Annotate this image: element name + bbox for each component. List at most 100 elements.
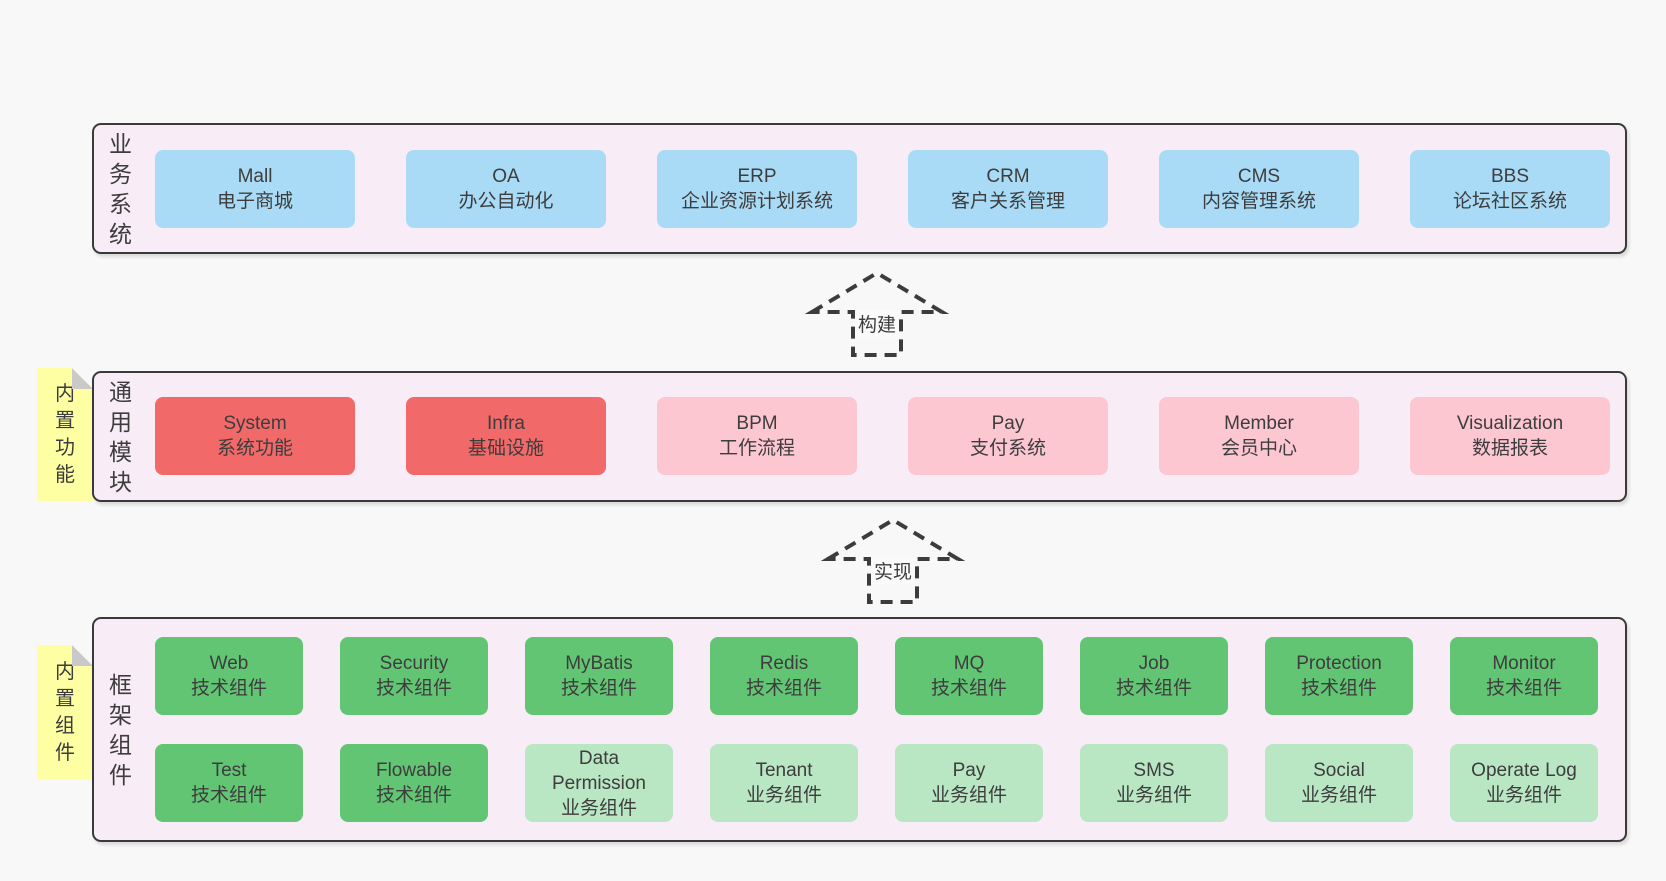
box-subtitle: 业务组件 — [560, 797, 637, 819]
box-infra: Infra 基础设施 — [406, 397, 606, 475]
box-mall: Mall 电子商城 — [155, 150, 355, 228]
arrow-implement-label: 实现 — [870, 557, 916, 584]
box-web: Web 技术组件 — [155, 637, 303, 715]
box-title: Protection — [1296, 653, 1382, 674]
box-subtitle: 业务组件 — [930, 785, 1007, 806]
box-title: Security — [379, 653, 449, 674]
folded-corner-icon — [72, 368, 93, 389]
box-title: OA — [492, 166, 520, 187]
box-visualization: Visualization 数据报表 — [1410, 397, 1610, 475]
box-title: Social — [1313, 760, 1365, 781]
box-operate-log: Operate Log 业务组件 — [1450, 744, 1598, 822]
box-subtitle: 客户关系管理 — [950, 191, 1065, 212]
box-subtitle: 支付系统 — [969, 438, 1046, 459]
layer-label-business-systems: 业务系统 — [109, 130, 132, 247]
box-job: Job 技术组件 — [1080, 637, 1228, 715]
layer-label-framework-components: 框架组件 — [109, 671, 132, 788]
box-title: Web — [209, 653, 249, 674]
arrow-up-dashed-icon — [804, 270, 950, 357]
box-subtitle: 内容管理系统 — [1201, 191, 1316, 212]
box-subtitle: 业务组件 — [1300, 785, 1377, 806]
box-title: Flowable — [375, 760, 453, 781]
box-title: Operate Log — [1471, 760, 1577, 781]
box-security: Security 技术组件 — [340, 637, 488, 715]
box-subtitle: 技术组件 — [1485, 678, 1562, 699]
box-subtitle: 技术组件 — [1115, 678, 1192, 699]
arrow-build: 构建 — [804, 264, 950, 360]
box-subtitle: 会员中心 — [1220, 438, 1297, 459]
box-social: Social 业务组件 — [1265, 744, 1413, 822]
box-title: System — [223, 413, 287, 434]
box-title: Visualization — [1456, 413, 1564, 434]
box-title: Infra — [486, 413, 526, 434]
box-title: CRM — [986, 166, 1030, 187]
box-data-permission: Data Permission 业务组件 — [525, 744, 673, 822]
folded-corner-icon — [72, 645, 93, 666]
box-pay: Pay 业务组件 — [895, 744, 1043, 822]
layer-framework-components: 框架组件 Web 技术组件 Security 技术组件 MyBatis 技术组件 Redis… — [92, 617, 1627, 842]
box-member: Member 会员中心 — [1159, 397, 1359, 475]
box-subtitle: 技术组件 — [560, 678, 637, 699]
box-subtitle: 技术组件 — [190, 678, 267, 699]
box-subtitle: 业务组件 — [745, 785, 822, 806]
box-protection: Protection 技术组件 — [1265, 637, 1413, 715]
box-subtitle: 论坛社区系统 — [1452, 191, 1567, 212]
box-title: CMS — [1237, 166, 1281, 187]
box-tenant: Tenant 业务组件 — [710, 744, 858, 822]
box-title: Test — [211, 760, 247, 781]
box-title: Job — [1138, 653, 1170, 674]
box-subtitle: 企业资源计划系统 — [680, 191, 833, 212]
box-subtitle: 办公自动化 — [458, 191, 554, 212]
box-title: BBS — [1490, 166, 1530, 187]
box-subtitle: 电子商城 — [216, 191, 293, 212]
box-title: MyBatis — [565, 653, 633, 674]
arrow-build-label: 构建 — [854, 310, 900, 337]
box-mybatis: MyBatis 技术组件 — [525, 637, 673, 715]
box-sms: SMS 业务组件 — [1080, 744, 1228, 822]
box-subtitle: 技术组件 — [375, 678, 452, 699]
box-subtitle: 技术组件 — [1300, 678, 1377, 699]
box-subtitle: 业务组件 — [1485, 785, 1562, 806]
sticky-note-builtin-functions-label: 内置功能 — [55, 382, 75, 486]
box-title: Redis — [759, 653, 809, 674]
box-subtitle: 技术组件 — [190, 785, 267, 806]
box-title: Pay — [991, 413, 1025, 434]
box-subtitle: 数据报表 — [1471, 438, 1548, 459]
sticky-note-builtin-components: 内置组件 — [37, 645, 93, 780]
box-title: Member — [1224, 413, 1294, 434]
box-crm: CRM 客户关系管理 — [908, 150, 1108, 228]
sticky-note-builtin-components-label: 内置组件 — [55, 660, 75, 764]
box-subtitle: 技术组件 — [745, 678, 822, 699]
arrow-implement: 实现 — [820, 511, 966, 607]
box-title: Mall — [237, 166, 273, 187]
box-subtitle: 技术组件 — [375, 785, 452, 806]
box-system: System 系统功能 — [155, 397, 355, 475]
box-subtitle: 系统功能 — [216, 438, 293, 459]
sticky-note-builtin-functions: 内置功能 — [37, 368, 93, 501]
box-subtitle: 基础设施 — [467, 438, 544, 459]
box-pay: Pay 支付系统 — [908, 397, 1108, 475]
box-title: Data Permission — [552, 747, 646, 794]
box-test: Test 技术组件 — [155, 744, 303, 822]
box-title: Pay — [952, 760, 986, 781]
box-title: Tenant — [755, 760, 813, 781]
layer-label-common-modules: 通用模块 — [109, 378, 132, 495]
box-subtitle: 工作流程 — [718, 438, 795, 459]
box-title: MQ — [953, 653, 985, 674]
box-subtitle: 业务组件 — [1115, 785, 1192, 806]
box-cms: CMS 内容管理系统 — [1159, 150, 1359, 228]
box-title: SMS — [1133, 760, 1175, 781]
box-bbs: BBS 论坛社区系统 — [1410, 150, 1610, 228]
